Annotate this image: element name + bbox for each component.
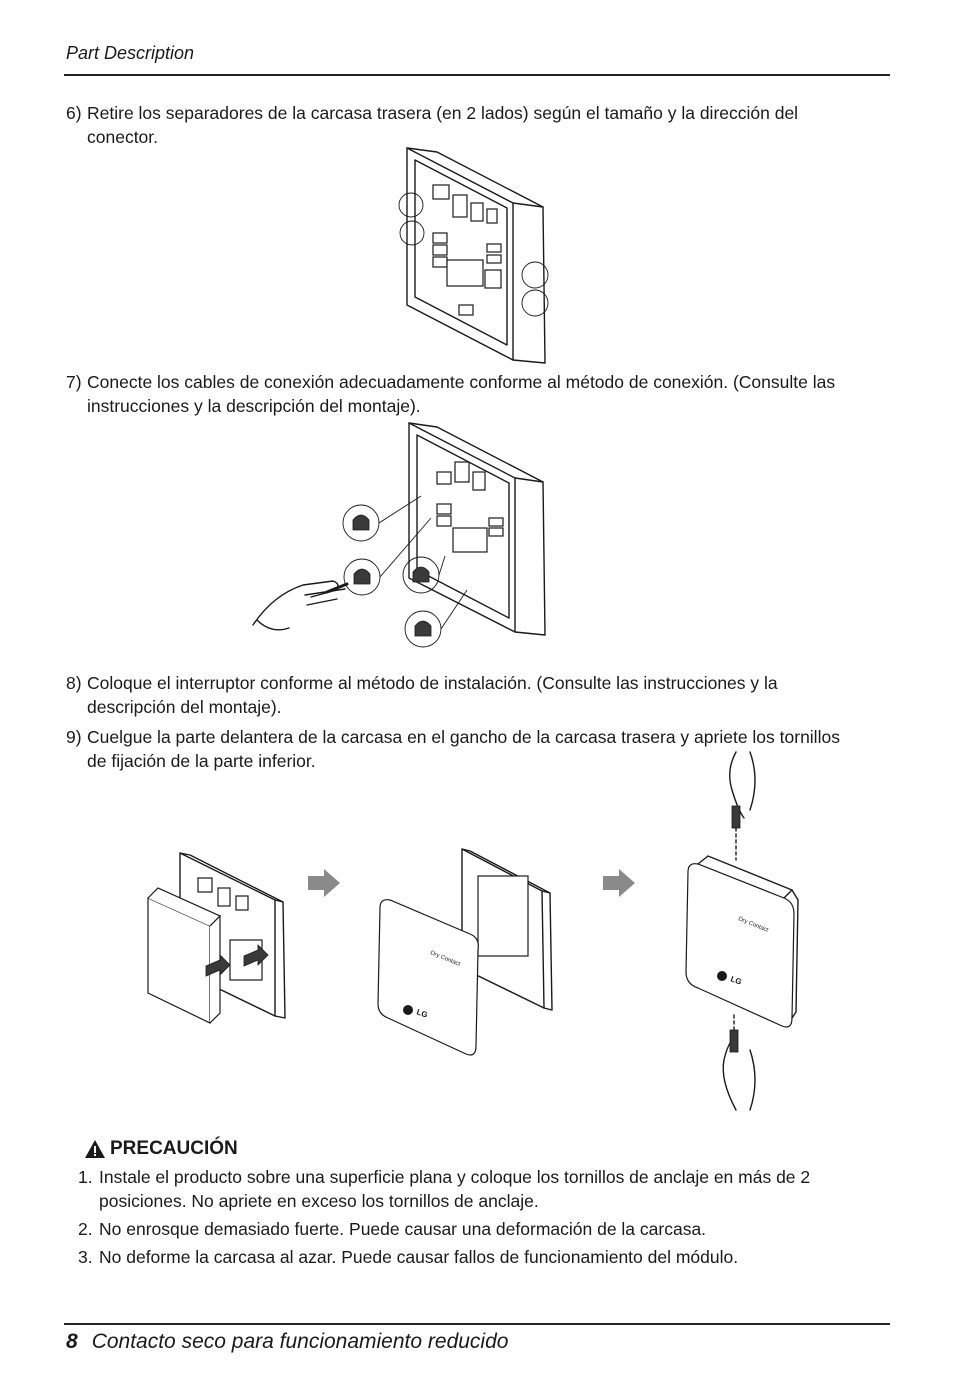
step-6: 6)Retire los separadores de la carcasa t…	[66, 101, 798, 149]
step-text: Conecte los cables de conexión adecuadam…	[87, 372, 836, 392]
caution-list: 1. Instale el producto sobre una superfic…	[78, 1165, 878, 1273]
caution-item: 1. Instale el producto sobre una superfic…	[78, 1165, 878, 1213]
step-text: Coloque el interruptor conforme al métod…	[87, 673, 778, 693]
footer-title: Contacto seco para funcionamiento reduci…	[91, 1330, 509, 1353]
header-rule	[64, 74, 890, 76]
arrow-icon	[308, 869, 340, 897]
caution-item: 2. No enrosque demasiado fuerte. Puede ca…	[78, 1217, 878, 1241]
step-text-continued: de fijación de la parte inferior.	[87, 751, 316, 771]
caution-heading: PRECAUCIÓN	[84, 1138, 238, 1160]
caution-text-continued: posiciones. No apriete en exceso los tor…	[99, 1191, 539, 1211]
step-8: 8)Coloque el interruptor conforme al mét…	[66, 671, 778, 719]
caution-text: No deforme la carcasa al azar. Puede cau…	[99, 1247, 739, 1267]
footer-rule	[64, 1323, 890, 1325]
step-number: 7)	[66, 372, 82, 392]
step-text-continued: descripción del montaje).	[87, 697, 282, 717]
step-number: 8)	[66, 673, 82, 693]
figure-fixing-screws: LG Dry Contact	[685, 751, 799, 1111]
arrow-icon	[603, 869, 635, 897]
step-text: Cuelgue la parte delantera de la carcasa…	[87, 727, 840, 747]
caution-number: 2.	[78, 1219, 93, 1239]
page-number: 8	[66, 1330, 78, 1353]
caution-title: PRECAUCIÓN	[110, 1138, 238, 1159]
step-text: Retire los separadores de la carcasa tra…	[87, 103, 799, 123]
figure-cover-hooking	[147, 852, 286, 1024]
step-text-continued: instrucciones y la descripción del monta…	[87, 396, 421, 416]
caution-item: 3. No deforme la carcasa al azar. Puede c…	[78, 1245, 878, 1269]
caution-number: 3.	[78, 1247, 93, 1267]
step-9: 9)Cuelgue la parte delantera de la carca…	[66, 725, 840, 773]
page-footer: 8 Contacto seco para funcionamiento reduc…	[66, 1330, 508, 1354]
caution-number: 1.	[78, 1167, 93, 1187]
section-header: Part Description	[66, 43, 195, 63]
step-7: 7)Conecte los cables de conexión adecuad…	[66, 370, 835, 418]
logo-text: LG	[415, 1007, 429, 1019]
caution-text: No enrosque demasiado fuerte. Puede caus…	[99, 1219, 707, 1239]
figure-rear-housing-separators	[398, 147, 549, 364]
figure-cover-closing: LG Dry Contact	[377, 848, 553, 1056]
step-number: 6)	[66, 103, 82, 123]
caution-text: Instale el producto sobre una superficie…	[99, 1167, 811, 1187]
step-text-continued: conector.	[87, 127, 159, 147]
step-number: 9)	[66, 727, 82, 747]
figure-cable-connection	[252, 422, 546, 648]
warning-icon	[85, 1140, 105, 1158]
logo-text: LG	[729, 974, 743, 986]
